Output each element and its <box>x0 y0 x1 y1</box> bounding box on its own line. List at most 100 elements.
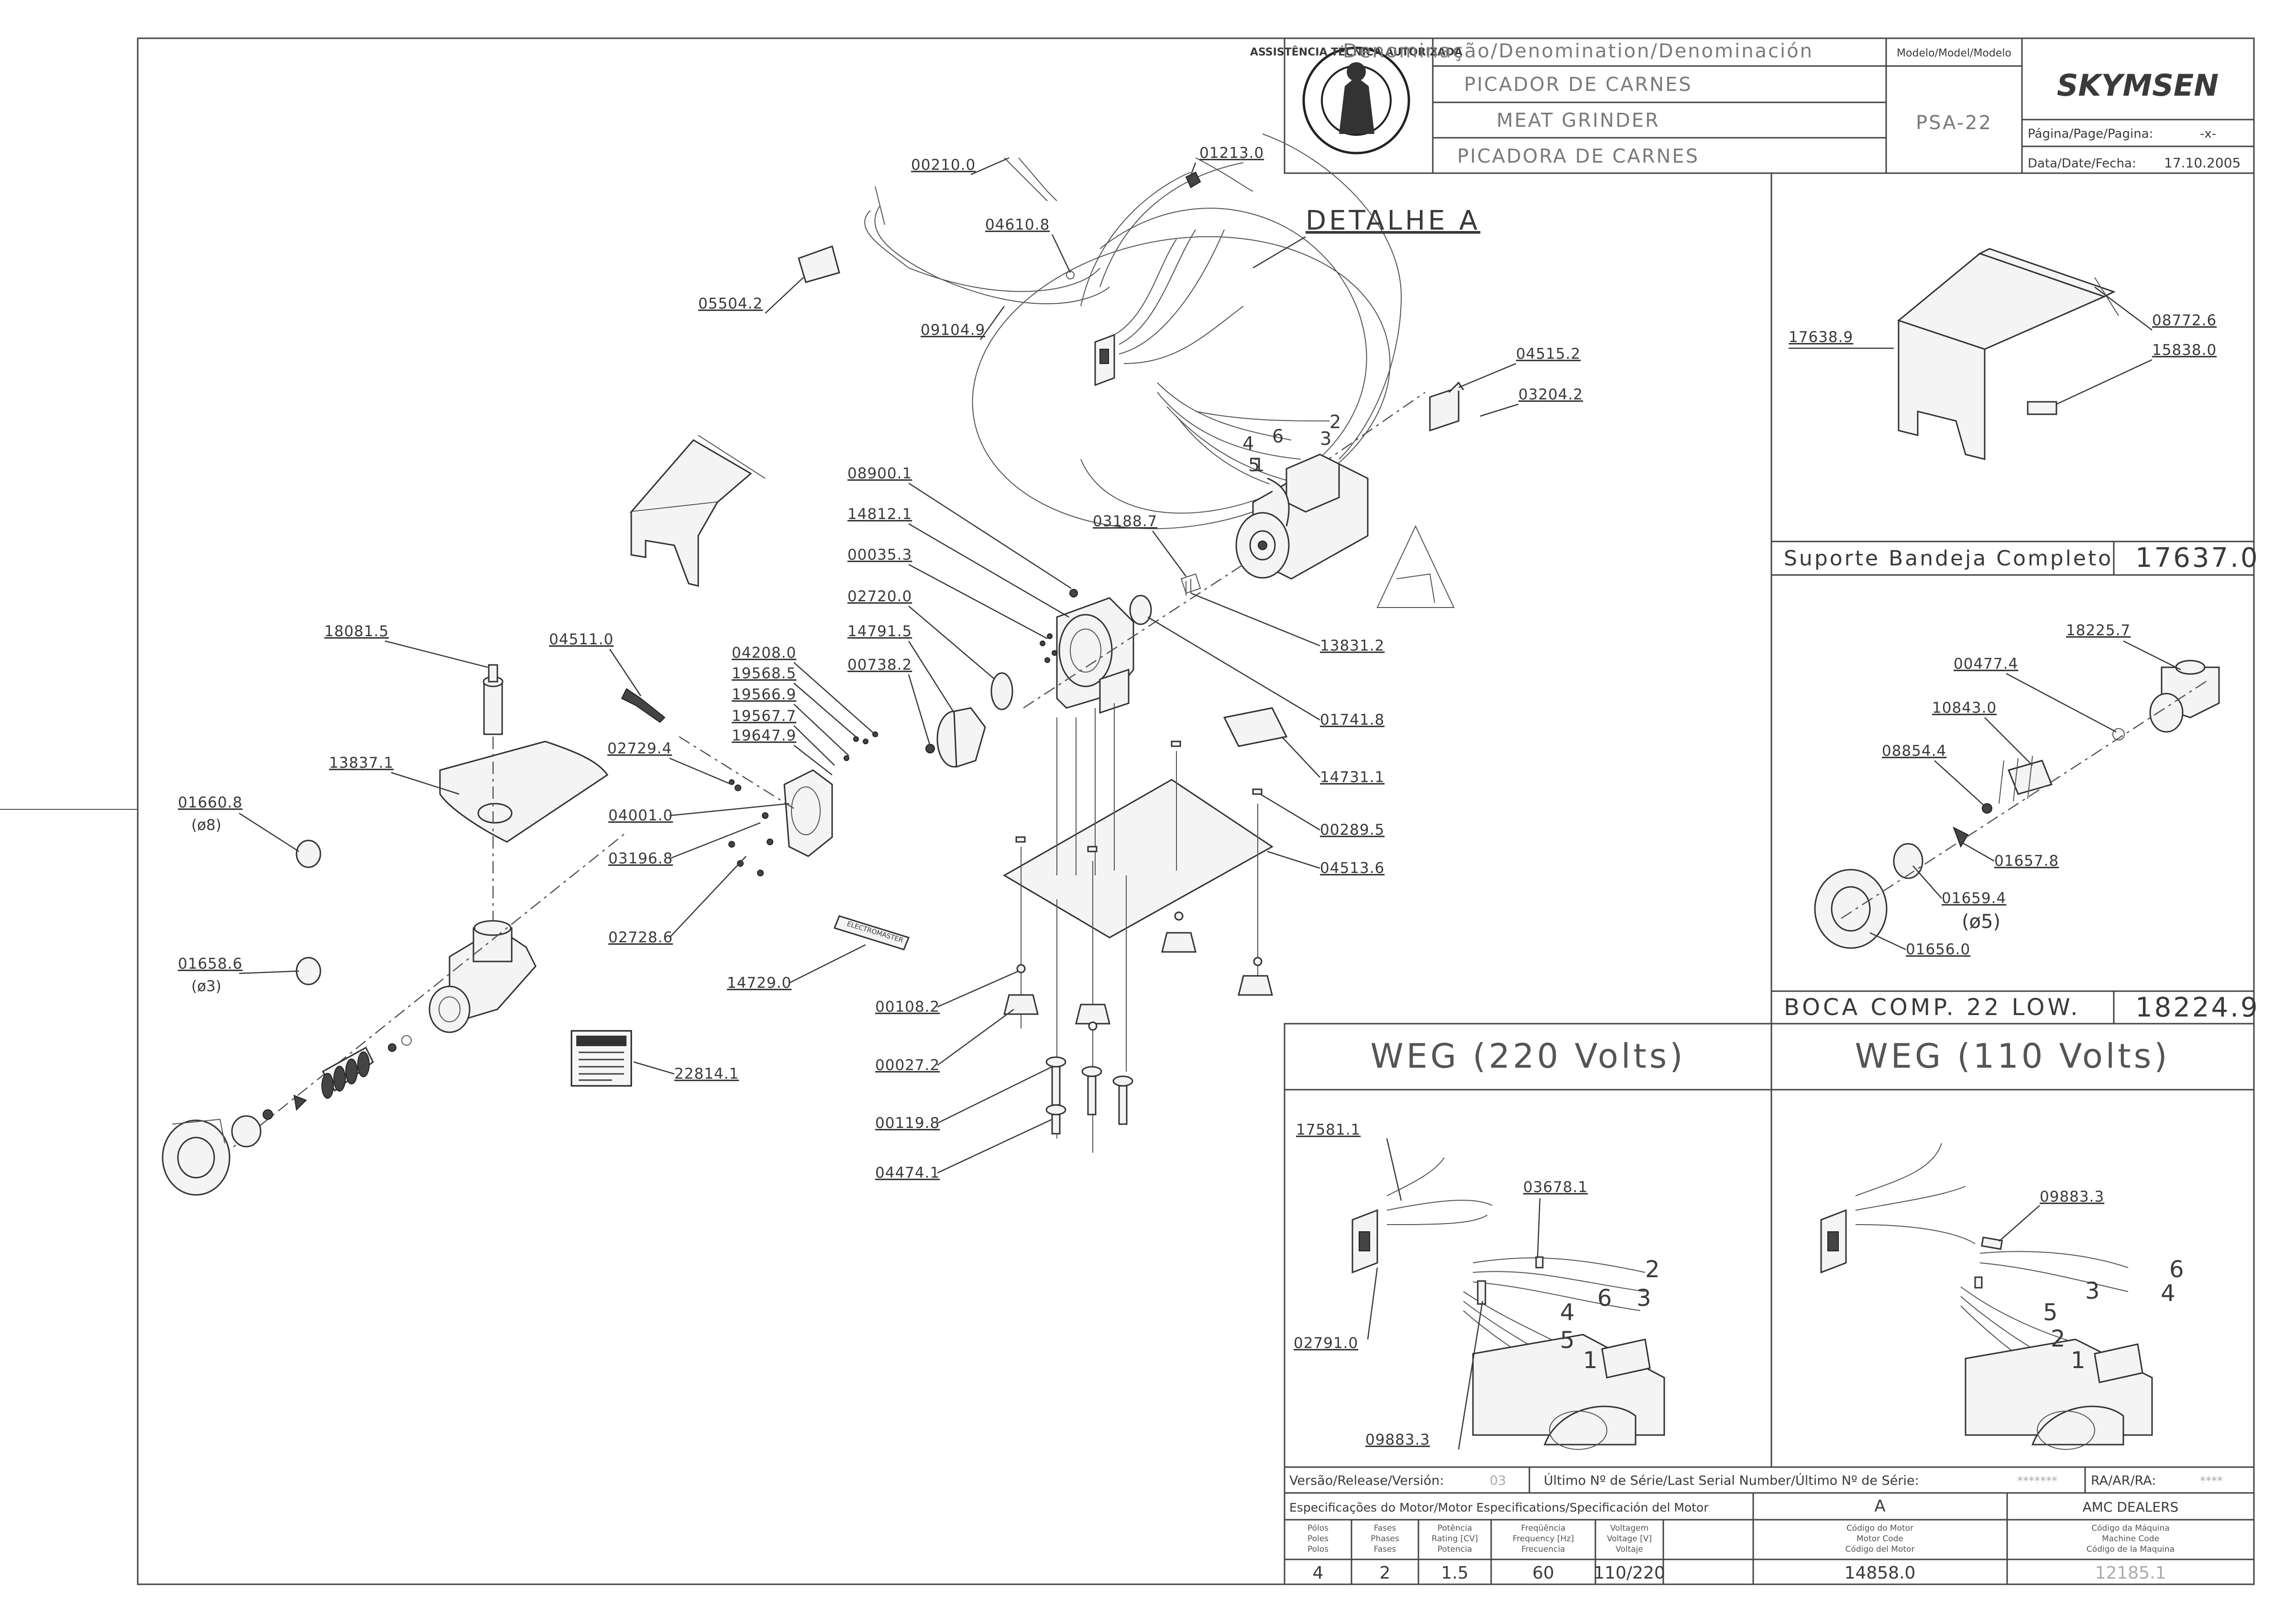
part-02729-4: 02729.4 <box>607 740 672 757</box>
motor-spec-table: Especificações do Motor/Motor Especifica… <box>1284 1492 2255 1585</box>
mouth-assembly-panel: 18225.7 00477.4 10843.0 08854.4 01657.8 … <box>1770 574 2260 1025</box>
part-08854-4: 08854.4 <box>1882 742 1946 760</box>
part-10843-0: 10843.0 <box>1932 699 1997 717</box>
motor <box>1235 453 1369 580</box>
part-08900-1: 08900.1 <box>847 465 912 482</box>
h-poles-en: Poles <box>1307 1534 1329 1544</box>
part-00108-2: 00108.2 <box>875 998 940 1016</box>
part-13831-2: 13831.2 <box>1320 637 1384 654</box>
h-volt-en: Voltage [V] <box>1607 1534 1652 1544</box>
part-01659-4-dia: (ø5) <box>1962 911 2000 933</box>
date-label: Data/Date/Fecha: <box>2028 156 2136 171</box>
col-a: A <box>1874 1497 1885 1516</box>
main-exploded-view: 1 2 3 4 5 6 DETALHE A <box>162 133 1583 1196</box>
part-04001-0: 04001.0 <box>608 807 673 824</box>
name-es: PICADORA DE CARNES <box>1457 145 1699 167</box>
part-17638-9: 17638.9 <box>1789 329 1853 346</box>
h-machine-code-en: Machine Code <box>2102 1534 2159 1544</box>
wire-220-6: 6 <box>1597 1285 1612 1312</box>
part-01657-8: 01657.8 <box>1994 852 2059 870</box>
model-value: PSA-22 <box>1916 112 1992 134</box>
grinder-body <box>428 920 537 1033</box>
part-01741-8: 01741.8 <box>1320 711 1384 729</box>
part-02791-0: 02791.0 <box>1294 1335 1358 1352</box>
part-00289-5: 00289.5 <box>1320 821 1384 839</box>
name-en: MEAT GRINDER <box>1496 110 1660 132</box>
part-01658-6-dia: (ø3) <box>191 978 221 995</box>
part-05504-2: 05504.2 <box>698 295 763 312</box>
part-09883-3-110: 09883.3 <box>2040 1188 2104 1205</box>
h-poles-es: Polos <box>1307 1545 1329 1554</box>
detail-wire-6: 6 <box>1272 426 1284 447</box>
mouth-code: 18224.9 <box>2135 992 2260 1023</box>
h-power-en: Rating [CV] <box>1432 1534 1478 1544</box>
worm-screw <box>231 1035 412 1148</box>
part-18225-7: 18225.7 <box>2066 622 2131 639</box>
val-phases: 2 <box>1380 1563 1391 1583</box>
h-machine-code-pt: Código da Máquina <box>2091 1524 2170 1533</box>
part-14812-1: 14812.1 <box>847 506 912 523</box>
part-04610-8: 04610.8 <box>985 216 1050 233</box>
h-poles-pt: Pólos <box>1307 1524 1329 1533</box>
h-freq-en: Frequency [Hz] <box>1513 1534 1574 1544</box>
val-motor-code: 14858.0 <box>1845 1563 1916 1583</box>
ra-label: RA/AR/RA: <box>2091 1473 2156 1488</box>
wire-110-2: 2 <box>2051 1326 2065 1352</box>
release-label: Versão/Release/Versión: <box>1289 1473 1444 1488</box>
part-08772-6: 08772.6 <box>2152 312 2217 329</box>
detail-wire-4: 4 <box>1242 433 1254 454</box>
part-03204-2: 03204.2 <box>1518 386 1583 403</box>
ra-value: **** <box>2200 1474 2223 1488</box>
page-label: Página/Page/Pagina: <box>2028 127 2153 141</box>
rubber-feet <box>1003 911 1273 1031</box>
motor-spec-header: Especificações do Motor/Motor Especifica… <box>1289 1501 1709 1514</box>
h-machine-code-es: Código de la Maquina <box>2087 1545 2175 1554</box>
wire-110-1: 1 <box>2071 1347 2086 1374</box>
tray-code: 17637.0 <box>2135 542 2260 574</box>
wire-220-3: 3 <box>1637 1285 1651 1312</box>
part-00738-2: 00738.2 <box>847 656 912 674</box>
part-01660-8-dia: (ø8) <box>191 817 221 834</box>
part-02728-6: 02728.6 <box>608 929 673 946</box>
detail-wire-5: 5 <box>1248 454 1260 475</box>
part-19566-9: 19566.9 <box>732 686 796 703</box>
part-04511-0: 04511.0 <box>549 631 614 648</box>
motor-wiring-panels: WEG (220 Volts) WEG (110 Volts) <box>1284 1023 2255 1468</box>
serial-label: Último Nº de Série/Last Serial Number/Úl… <box>1544 1473 1919 1488</box>
part-13837-1: 13837.1 <box>329 754 394 772</box>
date-value: 17.10.2005 <box>2164 155 2241 171</box>
part-01659-4: 01659.4 <box>1942 890 2006 907</box>
part-01660-8: 01660.8 <box>178 794 242 811</box>
part-04208-0: 04208.0 <box>732 644 796 662</box>
h-volt-pt: Voltagem <box>1610 1524 1648 1533</box>
part-14731-1: 14731.1 <box>1320 769 1384 786</box>
part-00477-4: 00477.4 <box>1954 655 2018 673</box>
part-19647-9: 19647.9 <box>732 727 796 744</box>
part-03678-1: 03678.1 <box>1523 1179 1588 1196</box>
seal-text: ASSISTÊNCIA TÉCNICA AUTORIZADA <box>1250 46 1462 58</box>
val-voltage: 110/220 <box>1593 1563 1665 1583</box>
val-power: 1.5 <box>1441 1563 1468 1583</box>
wiring-110-drawing: 09883.3 6 3 4 5 2 1 <box>1820 1143 2184 1450</box>
h-motor-code-es: Código del Motor <box>1846 1545 1915 1554</box>
detail-wire-1: 1 <box>1253 454 1264 475</box>
h-phases-es: Fases <box>1374 1545 1396 1554</box>
release-row: Versão/Release/Versión: 03 Último Nº de … <box>1284 1466 2255 1494</box>
part-17581-1: 17581.1 <box>1296 1121 1361 1138</box>
name-pt: PICADOR DE CARNES <box>1464 74 1692 96</box>
serial-value: ******* <box>2017 1474 2057 1488</box>
h-power-pt: Potência <box>1438 1524 1472 1533</box>
electromaster-sticker: ELECTROMASTER <box>834 915 910 950</box>
release-value: 03 <box>1490 1473 1506 1488</box>
h-phases-pt: Fases <box>1374 1524 1396 1533</box>
part-04515-2: 04515.2 <box>1516 345 1581 363</box>
hopper-tray <box>439 664 609 843</box>
part-09104-9: 09104.9 <box>921 321 985 339</box>
wire-110-6: 6 <box>2169 1256 2184 1283</box>
gears <box>925 672 1013 768</box>
part-03196-8: 03196.8 <box>608 850 673 867</box>
part-14791-5: 14791.5 <box>847 623 912 640</box>
part-00035-3: 00035.3 <box>847 546 912 563</box>
h-phases-en: Phases <box>1371 1534 1399 1544</box>
